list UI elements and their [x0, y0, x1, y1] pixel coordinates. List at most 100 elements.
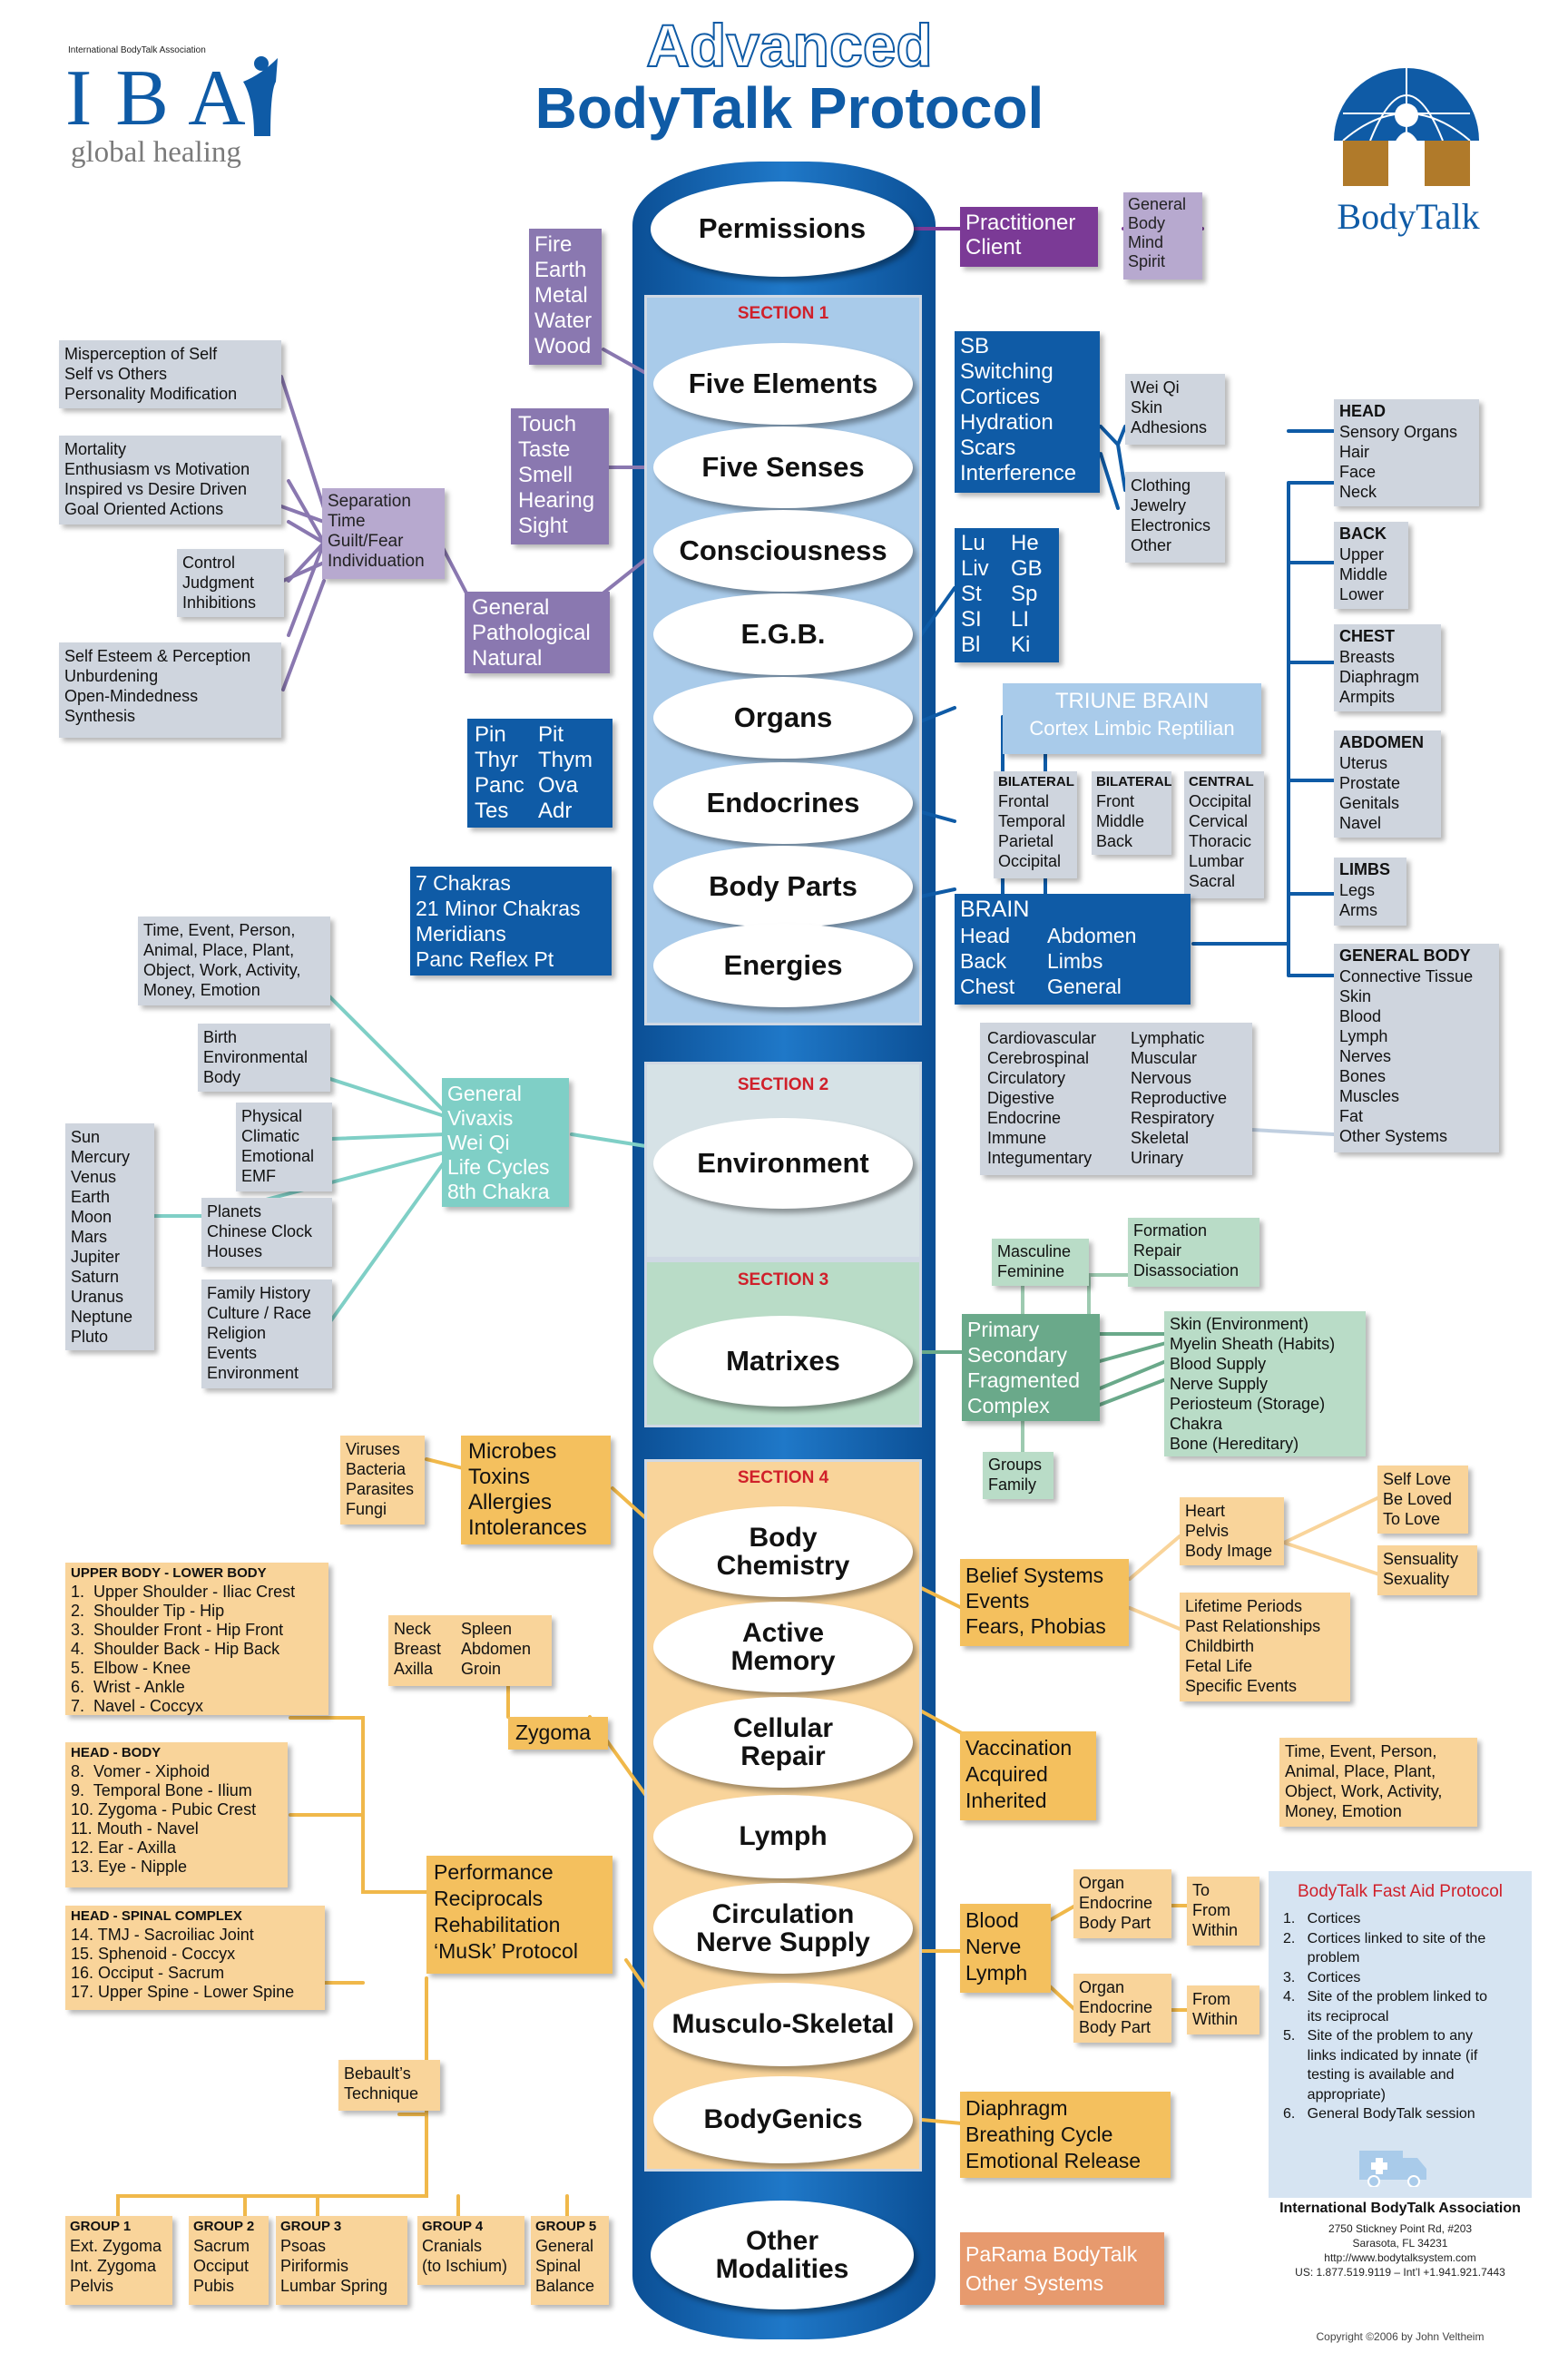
title-protocol: BodyTalk Protocol — [534, 75, 1044, 141]
endo-list-left: Pin Thyr Panc Tes — [475, 722, 524, 823]
section4-label: SECTION 4 — [737, 1468, 829, 1487]
oval-bodygenics[interactable]: BodyGenics — [653, 2076, 913, 2163]
bodytalk-globe-logo — [1334, 68, 1479, 186]
fast-aid-panel: BodyTalk Fast Aid Protocol 1. Cortices 2… — [1269, 1871, 1532, 2198]
oval-consciousness[interactable]: Consciousness — [653, 510, 913, 592]
box-brain-regions: BRAIN Head Back Chest Abdomen Limbs Gene… — [955, 894, 1191, 1005]
box-general-pathological-natural: General Pathological Natural — [465, 592, 610, 673]
iba-logo: I B A — [65, 54, 248, 142]
box-practitioner-client: Practitioner Client — [960, 207, 1098, 267]
oval-other-modalities[interactable]: Other Modalities — [651, 2201, 914, 2309]
brain-title: BRAIN — [960, 897, 1030, 922]
triune-brain-subtitle: Cortex Limbic Reptilian — [1029, 717, 1235, 740]
box-masculine-feminine: Masculine Feminine — [992, 1239, 1089, 1286]
oval-energies[interactable]: Energies — [653, 924, 913, 1007]
box-birth: Birth Environmental Body — [198, 1024, 330, 1092]
box-body-systems: Cardiovascular Cerebrospinal Circulatory… — [980, 1023, 1252, 1175]
footer-address: 2750 Stickney Point Rd, #203 Sarasota, F… — [1295, 2222, 1505, 2279]
oval-environment[interactable]: Environment — [653, 1118, 913, 1209]
box-heart-pelvis: Heart Pelvis Body Image — [1180, 1497, 1284, 1565]
box-planet-list: Sun Mercury Venus Earth Moon Mars Jupite… — [65, 1123, 154, 1350]
box-primary-complex: Primary Secondary Fragmented Complex — [962, 1314, 1100, 1421]
oval-body-parts[interactable]: Body Parts — [653, 846, 913, 927]
box-organ-endocrine-1: Organ Endocrine Body Part — [1073, 1869, 1171, 1938]
box-diaphragm: Diaphragm Breathing Cycle Emotional Rele… — [960, 2092, 1171, 2178]
box-self-esteem: Self Esteem & Perception Unburdening Ope… — [59, 642, 281, 738]
oval-five-senses[interactable]: Five Senses — [653, 426, 913, 508]
endo-list-right: Pit Thym Ova Adr — [538, 722, 593, 823]
title-advanced: Advanced — [645, 11, 933, 80]
box-organ-abbreviations: Lu Liv St SI Bl He GB Sp LI Ki — [955, 528, 1059, 662]
box-time-event-2: Time, Event, Person, Animal, Place, Plan… — [1279, 1738, 1477, 1827]
box-microbes: Microbes Toxins Allergies Intolerances — [461, 1436, 611, 1544]
organ-list-left: Lu Liv St SI Bl — [961, 531, 989, 657]
box-bilateral-positions: BILATERAL Front Middle Back — [1092, 771, 1171, 855]
oval-matrixes[interactable]: Matrixes — [653, 1316, 913, 1407]
box-time-event: Time, Event, Person, Animal, Place, Plan… — [138, 917, 330, 1005]
box-vivaxis: General Vivaxis Wei Qi Life Cycles 8th C… — [442, 1078, 569, 1207]
oval-body-chemistry[interactable]: Body Chemistry — [653, 1506, 913, 1597]
box-to-from-within: To From Within — [1187, 1877, 1259, 1946]
systems-list-right: Lymphatic Muscular Nervous Reproductive … — [1131, 1029, 1228, 1167]
box-central-spine: CENTRAL Occipital Cervical Thoracic Lumb… — [1184, 771, 1264, 898]
footer-copyright: Copyright ©2006 by John Veltheim — [1316, 2330, 1485, 2343]
box-senses: Touch Taste Smell Hearing Sight — [511, 408, 609, 544]
box-lifetime-periods: Lifetime Periods Past Relationships Chil… — [1180, 1593, 1350, 1701]
box-general-body-mind-spirit: General Body Mind Spirit — [1123, 192, 1202, 279]
box-blood-nerve-lymph: Blood Nerve Lymph — [960, 1904, 1051, 1993]
oval-organs[interactable]: Organs — [653, 677, 913, 759]
box-belief-systems: Belief Systems Events Fears, Phobias — [960, 1559, 1129, 1646]
box-bilateral-lobes: BILATERAL Frontal Temporal Parietal Occi… — [994, 771, 1077, 878]
section1-label: SECTION 1 — [737, 304, 829, 323]
footer-org-name: International BodyTalk Association — [1279, 2201, 1521, 2216]
section2-label: SECTION 2 — [737, 1075, 829, 1094]
oval-musculo-skeletal[interactable]: Musculo-Skeletal — [653, 1983, 913, 2066]
oval-circulation-nerve-supply[interactable]: Circulation Nerve Supply — [653, 1883, 913, 1974]
oval-active-memory[interactable]: Active Memory — [653, 1602, 913, 1692]
oval-permissions[interactable]: Permissions — [651, 181, 914, 277]
box-groups-family: Groups Family — [983, 1452, 1054, 1499]
oval-cellular-repair[interactable]: Cellular Repair — [653, 1697, 913, 1788]
brain-list-left: Head Back Chest — [960, 924, 1015, 998]
box-formation: Formation Repair Disassociation — [1128, 1218, 1259, 1287]
oval-endocrines[interactable]: Endocrines — [653, 762, 913, 844]
box-self-love: Self Love Be Loved To Love — [1377, 1466, 1468, 1534]
box-endocrine-abbreviations: Pin Thyr Panc Tes Pit Thym Ova Adr — [467, 719, 612, 828]
oval-five-elements[interactable]: Five Elements — [653, 343, 913, 425]
fast-aid-title: BodyTalk Fast Aid Protocol — [1298, 1882, 1503, 1901]
box-misperception: Misperception of Self Self vs Others Per… — [59, 340, 281, 408]
bodytalk-logo-text: BodyTalk — [1337, 196, 1480, 237]
iba-small-text: International BodyTalk Association — [68, 45, 206, 55]
section3-label: SECTION 3 — [737, 1270, 829, 1289]
box-neck-spleen: Neck Breast Axilla Spleen Abdomen Groin — [388, 1615, 552, 1686]
neck-list-right: Spleen Abdomen Groin — [461, 1620, 532, 1678]
box-viruses: Viruses Bacteria Parasites Fungi — [340, 1436, 425, 1525]
box-vaccination: Vaccination Acquired Inherited — [960, 1731, 1096, 1820]
box-separation: Separation Time Guilt/Fear Individuation — [322, 488, 445, 579]
box-elements: Fire Earth Metal Water Wood — [529, 229, 602, 365]
box-control: Control Judgment Inhibitions — [177, 549, 284, 617]
box-performance: Performance Reciprocals Rehabilitation ‘… — [426, 1856, 612, 1974]
oval-egb[interactable]: E.G.B. — [653, 593, 913, 675]
box-triune-brain: TRIUNE BRAIN Cortex Limbic Reptilian — [1003, 683, 1261, 754]
systems-list-left: Cardiovascular Cerebrospinal Circulatory… — [987, 1029, 1097, 1167]
brain-list-right: Abdomen Limbs General — [1047, 924, 1137, 998]
box-zygoma: Zygoma — [508, 1717, 608, 1750]
oval-lymph[interactable]: Lymph — [653, 1795, 913, 1878]
box-mortality: Mortality Enthusiasm vs Motivation Inspi… — [59, 436, 281, 525]
iba-subtitle: global healing — [71, 136, 241, 169]
box-planets-clock: Planets Chinese Clock Houses — [201, 1198, 332, 1267]
triune-brain-title: TRIUNE BRAIN — [1054, 689, 1210, 713]
box-sb-switching: SB Switching Cortices Hydration Scars In… — [955, 331, 1100, 493]
